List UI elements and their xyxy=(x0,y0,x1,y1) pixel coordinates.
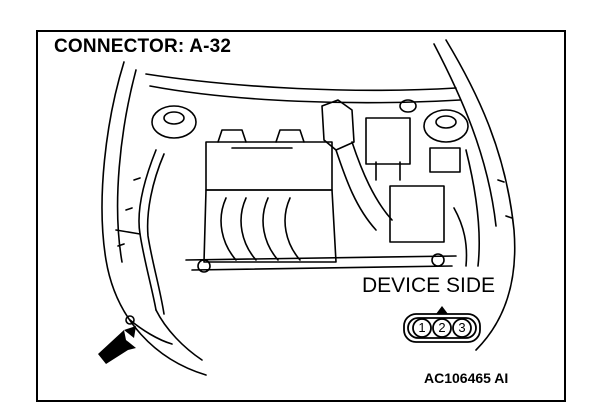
mount-bolt-right xyxy=(431,253,445,267)
connector-inner xyxy=(407,317,477,339)
radiator-support-2 xyxy=(191,265,453,271)
clips-right xyxy=(497,179,513,219)
fender-inner-left xyxy=(116,69,137,263)
frame-border xyxy=(36,30,566,402)
pin-ring-2 xyxy=(432,318,452,338)
connector-3pin-icon xyxy=(403,306,481,343)
figure-code: AC106465 AI xyxy=(424,370,509,386)
manifold-pipe-4 xyxy=(284,197,301,261)
pin-number-2: 2 xyxy=(438,320,446,335)
fender-outline-right xyxy=(445,39,516,351)
strut-cap-right xyxy=(435,115,457,129)
intake-hose-a xyxy=(335,149,377,231)
harness-right xyxy=(465,149,481,267)
intake-hose-b xyxy=(351,141,393,221)
connector-lead xyxy=(129,319,173,345)
connector-a32-body xyxy=(125,315,135,325)
diagram-frame: CONNECTOR: A-32 DEVICE SIDE 1 2 3 AC1064… xyxy=(36,30,566,402)
manifold-pipe-1 xyxy=(220,197,237,261)
intake-chamber xyxy=(321,99,355,151)
manifold-pipe-3 xyxy=(262,197,279,261)
harness-right-2 xyxy=(453,207,468,267)
connector-title: CONNECTOR: A-32 xyxy=(54,36,232,57)
cowl-line-2 xyxy=(149,85,461,104)
harness-left-2 xyxy=(146,153,165,315)
locator-arrow-icon xyxy=(98,326,136,364)
cam-bump-1 xyxy=(217,129,247,143)
harness-branch xyxy=(115,229,141,235)
strut-cap-left xyxy=(163,111,185,125)
relay-box xyxy=(429,147,461,173)
strut-tower-right xyxy=(423,109,469,143)
harness-to-connector xyxy=(155,309,203,361)
fender-inner-right xyxy=(433,43,497,227)
pin-ring-1 xyxy=(412,318,432,338)
engine-bay-illustration xyxy=(36,30,566,402)
pin-number-3: 3 xyxy=(458,320,466,335)
battery xyxy=(389,185,445,243)
pin-ring-3 xyxy=(452,318,472,338)
air-cleaner-legs xyxy=(375,161,401,181)
connector-latch xyxy=(436,306,448,314)
clips-left xyxy=(117,177,141,247)
cylinder-head-cover xyxy=(205,141,333,191)
device-side-label: DEVICE SIDE xyxy=(362,274,496,297)
cowl-line xyxy=(145,73,457,92)
fender-outline-left xyxy=(101,61,207,376)
pin-number-1: 1 xyxy=(418,320,426,335)
manifold-pipe-2 xyxy=(240,197,257,261)
engine-block xyxy=(203,189,337,263)
strut-tower-left xyxy=(151,105,197,139)
reservoir-cap xyxy=(399,99,417,113)
air-cleaner-box xyxy=(365,117,411,165)
radiator-support xyxy=(185,255,457,261)
cam-bump-2 xyxy=(275,129,305,143)
mount-bolt-left xyxy=(197,259,211,273)
